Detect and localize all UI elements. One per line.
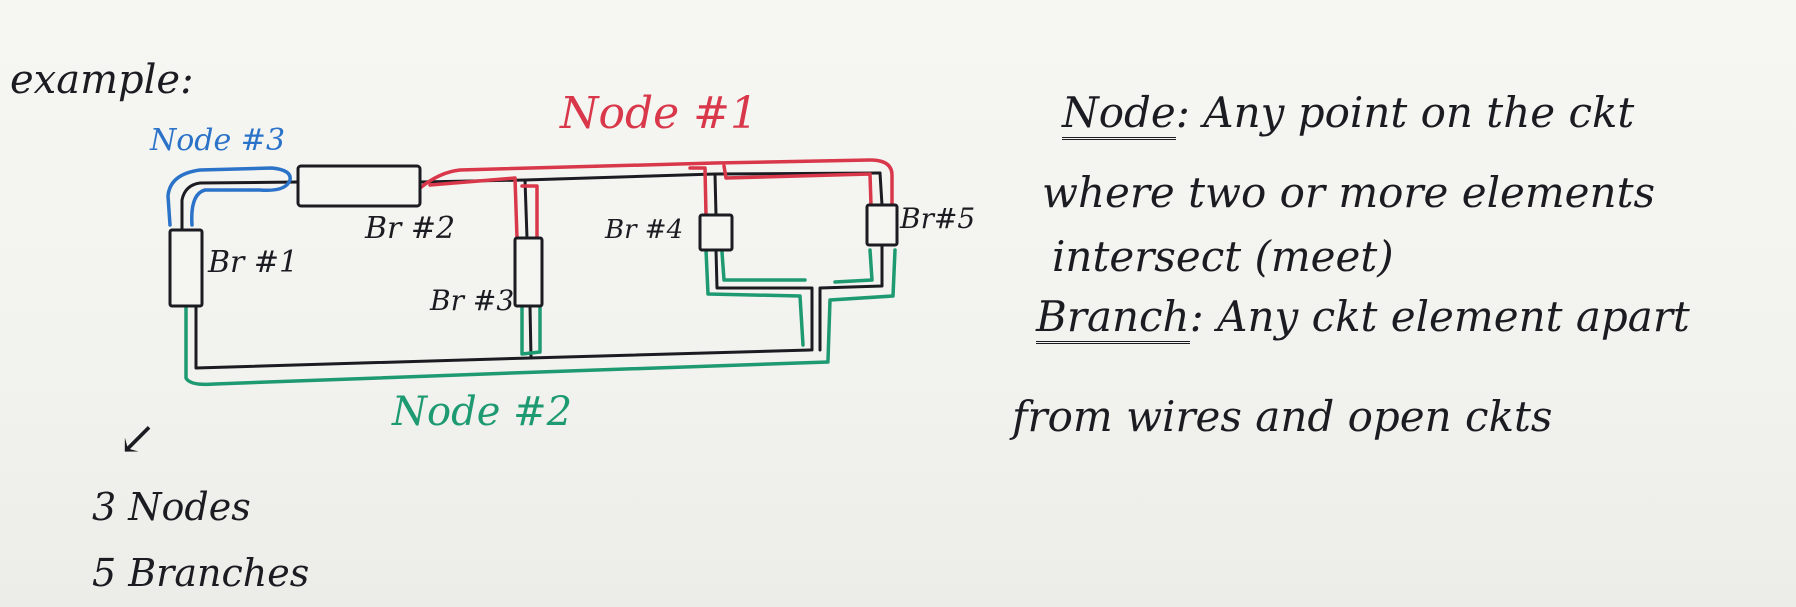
node-definition-line2: where two or more elements xyxy=(1042,168,1656,217)
node3-label: Node #3 xyxy=(149,123,285,158)
branch-1-box xyxy=(168,228,204,308)
node3-highlight xyxy=(166,166,292,227)
branch-definition-line2: from wires and open ckts xyxy=(1012,392,1553,441)
node-definition-line3: intersect (meet) xyxy=(1052,232,1394,281)
node2-highlight xyxy=(184,248,897,387)
branch-definition-text: : Any ckt element apart xyxy=(1189,292,1690,341)
branch-4-box xyxy=(698,213,734,252)
branch-5-label: Br#5 xyxy=(899,202,975,235)
branch-2-box xyxy=(296,164,422,208)
summary-arrow-icon: ↙ xyxy=(118,411,157,465)
node-term: Node xyxy=(1062,88,1176,140)
branch-3-box xyxy=(513,236,544,308)
node1-label: Node #1 xyxy=(559,88,758,139)
summary-branches: 5 Branches xyxy=(92,551,310,595)
branch-term: Branch xyxy=(1036,292,1190,344)
branch-1-label: Br #1 xyxy=(207,245,298,280)
branch-2-label: Br #2 xyxy=(364,211,455,246)
node2-label: Node #2 xyxy=(391,389,572,435)
node1-highlight xyxy=(418,158,894,240)
summary-nodes: 3 Nodes xyxy=(92,485,251,529)
branch-definition-line1: Branch: Any ckt element apart xyxy=(1036,292,1690,344)
branch-4-label: Br #4 xyxy=(604,215,683,245)
branch-5-box xyxy=(865,203,899,247)
branch-elements xyxy=(168,164,899,308)
node-definition-text: : Any point on the ckt xyxy=(1175,88,1635,137)
branch-3-label: Br #3 xyxy=(429,284,514,317)
node-definition-line1: Node: Any point on the ckt xyxy=(1062,88,1634,140)
example-heading: example: xyxy=(10,57,194,103)
